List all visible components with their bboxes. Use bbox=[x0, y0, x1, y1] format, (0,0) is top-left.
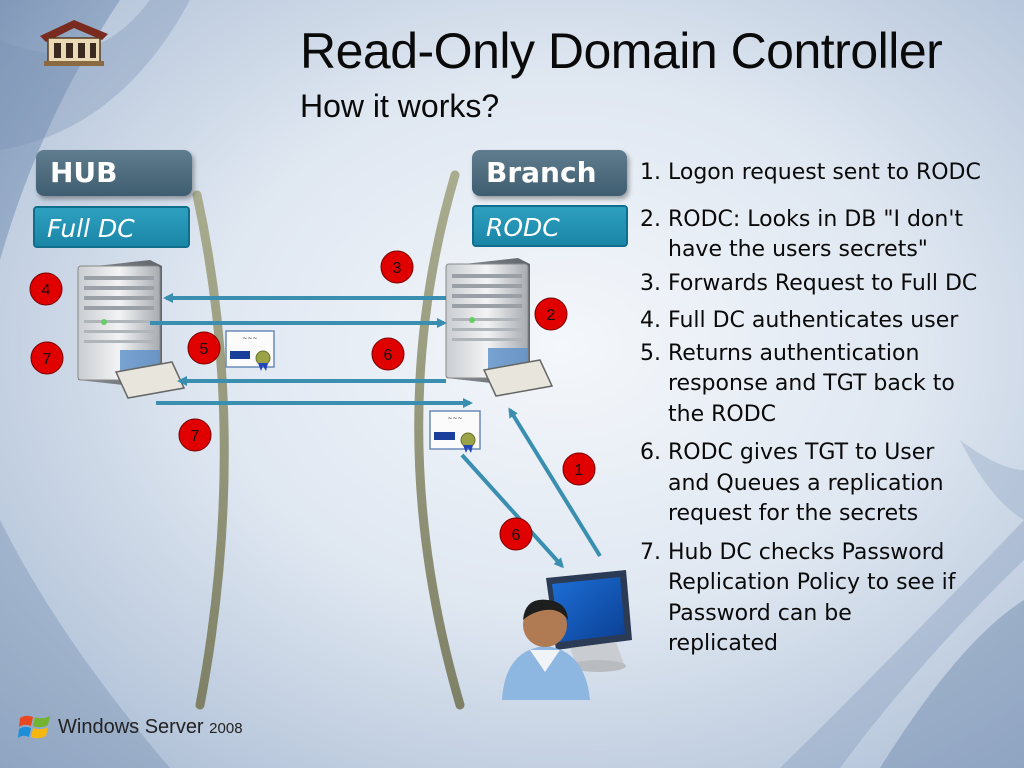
tgt-certificate-icon: ~~~ bbox=[225, 330, 275, 371]
step-number: 2. bbox=[640, 206, 661, 232]
step-text: RODC: Looks in DB "I don't have the user… bbox=[668, 206, 964, 263]
step-item-5: 5. Returns authentication response and T… bbox=[640, 339, 1010, 431]
step-badge-4: 4 bbox=[29, 272, 63, 306]
step-item-4: 4. Full DC authenticates user bbox=[640, 306, 1010, 337]
branch-label: Branch bbox=[472, 150, 627, 196]
step-item-6: 6. RODC gives TGT to User and Queues a r… bbox=[640, 438, 1010, 530]
arrow-user-to-rodc-1 bbox=[508, 407, 602, 558]
slide-title: Read-Only Domain Controller bbox=[300, 23, 943, 79]
step-badge-2: 2 bbox=[534, 297, 568, 331]
step-text: RODC gives TGT to User and Queues a repl… bbox=[668, 440, 944, 526]
step-text: Forwards Request to Full DC bbox=[668, 270, 978, 296]
footer-brand: Windows Server 2008 bbox=[58, 716, 243, 739]
step-item-2: 2. RODC: Looks in DB "I don't have the u… bbox=[640, 205, 1010, 266]
step-item-1: 1. Logon request sent to RODC bbox=[640, 158, 1010, 189]
step-badge-6b: 6 bbox=[499, 517, 533, 551]
windows-flag-icon bbox=[18, 715, 50, 739]
house-logo-icon bbox=[40, 20, 108, 66]
step-badge-1: 1 bbox=[562, 452, 596, 486]
step-text: Hub DC checks Password Replication Polic… bbox=[668, 539, 956, 657]
step-text: Full DC authenticates user bbox=[668, 308, 959, 333]
full-dc-label: Full DC bbox=[33, 206, 190, 248]
badge-2-text: 2 bbox=[547, 307, 556, 324]
step-text: Returns authentication response and TGT … bbox=[668, 340, 955, 427]
footer-year: 2008 bbox=[209, 719, 243, 737]
tgt-certificate-icon-2: ~~~ bbox=[429, 410, 481, 453]
footer-brand-name: Windows Server bbox=[58, 715, 204, 738]
step-number: 5. bbox=[640, 340, 661, 366]
slide-subtitle: How it works? bbox=[300, 88, 500, 124]
steps-list: 1. Logon request sent to RODC 2. RODC: L… bbox=[640, 158, 1010, 660]
rodc-server-icon bbox=[445, 258, 554, 397]
badge-6a-text: 6 bbox=[384, 347, 393, 364]
step-badge-6a: 6 bbox=[371, 337, 405, 371]
badge-7a-text: 7 bbox=[43, 351, 52, 368]
badge-3-text: 3 bbox=[393, 260, 402, 277]
arrow-rodc-to-user-6 bbox=[460, 453, 565, 569]
step-number: 6. bbox=[640, 440, 661, 465]
user-workstation-icon bbox=[502, 570, 632, 700]
badge-5-text: 5 bbox=[200, 341, 209, 358]
badge-6b-text: 6 bbox=[512, 527, 521, 544]
badge-4-text: 4 bbox=[42, 282, 51, 299]
step-number: 7. bbox=[640, 539, 661, 565]
rodc-label: RODC bbox=[472, 205, 628, 247]
step-text: Logon request sent to RODC bbox=[668, 160, 981, 185]
svg-text:~~~: ~~~ bbox=[242, 335, 257, 342]
step-badge-5: 5 bbox=[187, 331, 221, 365]
step-badge-3: 3 bbox=[380, 250, 414, 284]
svg-text:~~~: ~~~ bbox=[447, 415, 462, 422]
hub-label: HUB bbox=[36, 150, 192, 196]
step-item-7: 7. Hub DC checks Password Replication Po… bbox=[640, 538, 1010, 660]
step-number: 3. bbox=[640, 270, 661, 296]
step-number: 1. bbox=[640, 160, 661, 185]
step-badge-7a: 7 bbox=[30, 341, 64, 375]
badge-7b-text: 7 bbox=[191, 428, 200, 445]
step-number: 4. bbox=[640, 308, 661, 333]
hub-server-icon bbox=[77, 260, 186, 399]
step-badge-7b: 7 bbox=[178, 418, 212, 452]
step-item-3: 3. Forwards Request to Full DC bbox=[640, 269, 1010, 300]
badge-1-text: 1 bbox=[575, 462, 584, 479]
windows-server-logo: Windows Server 2008 bbox=[18, 712, 243, 742]
